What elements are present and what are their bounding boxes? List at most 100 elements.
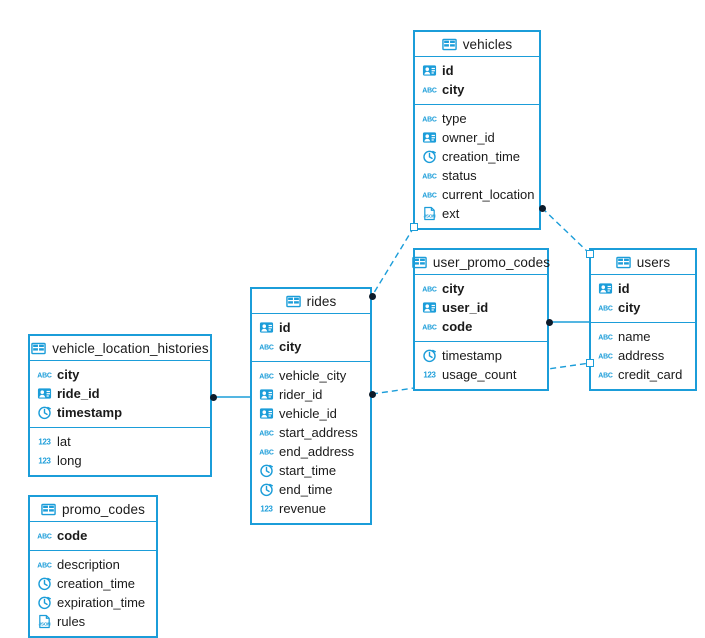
number-123-icon: 123 [423,371,436,380]
abc-string-icon: ABC [598,353,613,360]
table-header-users[interactable]: users [591,250,695,275]
svg-text:ABC: ABC [422,324,437,331]
table-header-vehicle_location_histories[interactable]: vehicle_location_histories [30,336,210,361]
column-name-label: status [442,168,477,183]
column-name-label: id [442,63,454,78]
column-row[interactable]: end_time [252,480,370,499]
clock-icon [38,406,51,420]
key-id-icon [422,302,437,313]
column-row[interactable]: id [252,318,370,337]
clock-icon [423,150,436,164]
column-row[interactable]: ABC start_address [252,423,370,442]
table-icon [41,503,56,515]
column-name-label: code [442,319,473,334]
table-header-rides[interactable]: rides [252,289,370,314]
table-name-label: rides [306,293,337,309]
column-row[interactable]: ABC code [415,317,547,336]
svg-text:ABC: ABC [422,87,437,94]
svg-text:123: 123 [38,438,51,447]
svg-text:ABC: ABC [598,334,613,341]
column-row[interactable]: vehicle_id [252,404,370,423]
column-row[interactable]: creation_time [415,147,539,166]
column-name-label: rider_id [279,387,323,402]
abc-string-icon: ABC [259,430,274,437]
column-row[interactable]: timestamp [415,346,547,365]
relationship-line-vehicles-to-users[interactable] [541,207,591,255]
key-id-icon [259,408,274,419]
column-row[interactable]: creation_time [30,574,156,593]
column-name-label: rules [57,614,86,629]
column-name-label: revenue [279,501,326,516]
table-icon [31,342,47,354]
column-row[interactable]: JSON rules [30,612,156,631]
column-name-label: city [618,300,641,315]
relationship-source-many-dot-marker [539,205,546,212]
column-row[interactable]: ride_id [30,384,210,403]
json-icon: JSON [424,206,436,221]
table-header-vehicles[interactable]: vehicles [415,32,539,57]
column-name-label: timestamp [57,405,123,420]
column-row[interactable]: user_id [415,298,547,317]
abc-string-icon: ABC [37,372,52,379]
column-row[interactable]: ABC credit_card [591,365,695,384]
table-icon [285,295,301,307]
table-icon [412,256,427,268]
column-row[interactable]: timestamp [30,403,210,422]
abc-string-icon: ABC [422,116,437,123]
table-header-promo_codes[interactable]: promo_codes [30,497,156,522]
column-name-label: start_address [279,425,358,440]
table-name-label: users [636,254,671,270]
column-name-label: owner_id [442,130,495,145]
svg-text:ABC: ABC [259,430,274,437]
column-row[interactable]: id [591,279,695,298]
table-header-user_promo_codes[interactable]: user_promo_codes [412,250,550,275]
json-icon: JSON [39,614,51,629]
column-row[interactable]: id [415,61,539,80]
svg-text:123: 123 [38,457,51,466]
relationship-source-many-dot-marker [546,319,553,326]
svg-text:ABC: ABC [422,286,437,293]
column-row[interactable]: rider_id [252,385,370,404]
svg-text:ABC: ABC [598,353,613,360]
svg-text:ABC: ABC [598,372,613,379]
abc-string-icon: ABC [422,87,437,94]
column-row[interactable]: start_time [252,461,370,480]
column-name-label: credit_card [618,367,683,382]
column-name-label: description [57,557,120,572]
relationship-target-one-square-marker [586,359,594,367]
column-row[interactable]: expiration_time [30,593,156,612]
column-name-label: timestamp [442,348,502,363]
column-row[interactable]: owner_id [415,128,539,147]
column-name-label: vehicle_city [279,368,347,383]
column-name-label: current_location [442,187,535,202]
relationship-line-vehicles-to-rides[interactable] [371,226,415,297]
